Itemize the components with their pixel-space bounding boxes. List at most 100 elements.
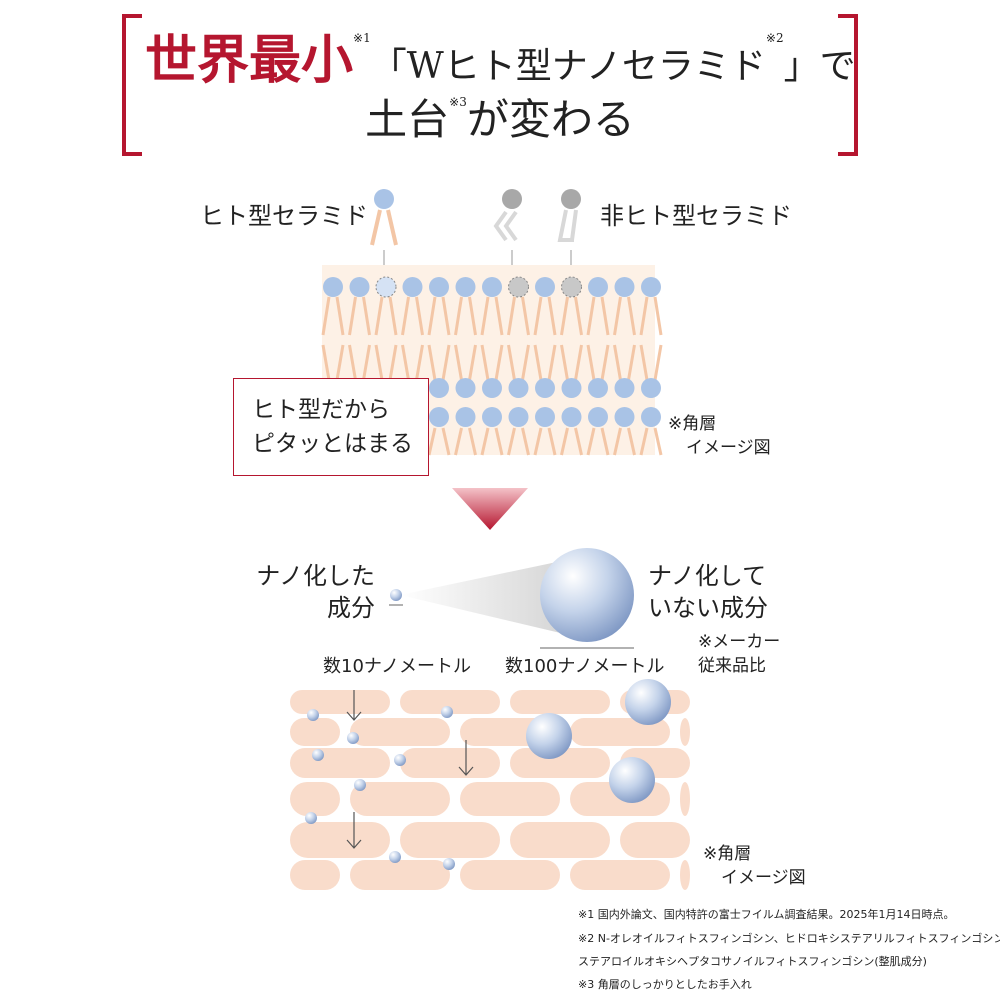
- label-line: 成分: [327, 594, 375, 622]
- note-line: イメージ図: [721, 868, 806, 888]
- lipid-tail: [427, 427, 451, 456]
- lipid-tail: [454, 427, 477, 456]
- skin-cell: [400, 690, 500, 714]
- lipid-tail: [560, 427, 583, 456]
- penetration-arrows: [346, 690, 474, 849]
- skin-cell: [290, 860, 340, 890]
- lipid-tail: [507, 427, 530, 456]
- lipid-head: [455, 277, 476, 297]
- nano-particle: [354, 779, 366, 791]
- lipid-tail: [507, 344, 530, 381]
- lipid-head: [535, 378, 555, 398]
- large-particle-icon: [540, 548, 634, 642]
- skin-cell: [290, 782, 340, 816]
- lipid-head: [588, 277, 608, 297]
- lipid-tail: [401, 296, 424, 336]
- callout-line2: ピタッとはまる: [252, 431, 413, 457]
- large-particles-on-skin: [526, 679, 671, 803]
- lipid-tail: [401, 344, 424, 381]
- lipid-head: [614, 407, 635, 427]
- skin-cell: [400, 822, 500, 858]
- skin-cell: [460, 860, 560, 890]
- lipid-tail: [374, 344, 398, 381]
- lipid-tail: [480, 427, 504, 456]
- nano-particle: [394, 754, 406, 766]
- lipid-tail: [613, 427, 636, 456]
- lipid-head: [535, 277, 555, 297]
- footnote-ref-1: ※1: [353, 31, 371, 45]
- free-nonhuman-ceramide-icon: [493, 189, 581, 242]
- skin-cell: [290, 718, 340, 746]
- lipid-tail: [586, 296, 610, 336]
- skin-cell: [460, 782, 560, 816]
- skin-cell: [290, 690, 390, 714]
- footnote-1: ※1 国内外論文、国内特許の富士フイルム調査結果。2025年1月14日時点。: [578, 908, 955, 921]
- label-line: いない成分: [648, 594, 768, 622]
- lipid-tail: [560, 296, 583, 336]
- lipid-head: [323, 277, 343, 297]
- footnote-2: ※2 N-オレオイルフィトスフィンゴシン、ヒドロキシステアリルフィトスフィンゴシ…: [578, 932, 1000, 945]
- lipid-head: [482, 378, 502, 398]
- lipid-head: [429, 407, 449, 427]
- nano-particle-icon: [390, 589, 402, 601]
- footnote-ref-2: ※2: [765, 31, 784, 45]
- lipid-tail: [480, 296, 504, 336]
- footnote-2-cont: ステアロイルオキシヘプタコサノイルフィトスフィンゴシン(整肌成分): [578, 955, 927, 968]
- lipid-tail: [454, 344, 477, 381]
- lipid-head: [455, 407, 476, 427]
- label-line: ナノ化して: [648, 562, 767, 590]
- headline-suffix: 」で: [783, 46, 856, 87]
- lipid-tail: [507, 296, 530, 336]
- skin-cell: [680, 860, 690, 890]
- lipid-tail: [586, 427, 610, 456]
- lipid-tail: [427, 344, 451, 381]
- lipid-head: [429, 378, 449, 398]
- lipid-head: [641, 378, 661, 398]
- skin-cell: [510, 822, 610, 858]
- lipid-bilayer: [321, 276, 663, 456]
- lipid-head: [614, 277, 635, 297]
- skin-cell: [680, 718, 690, 746]
- nano-particle: [305, 812, 317, 824]
- skin-cell: [350, 782, 450, 816]
- nano-particle: [443, 858, 455, 870]
- note-line: ※メーカー: [698, 632, 781, 652]
- lipid-tail: [586, 344, 610, 381]
- lipid-tail: [639, 344, 663, 381]
- skin-cell: [350, 718, 450, 746]
- lipid-head: [588, 378, 608, 398]
- lipid-head: [561, 378, 582, 398]
- headline-line1: 世界最小※1「Wヒト型ナノセラミド※2」で: [145, 30, 856, 92]
- skin-cell: [570, 718, 670, 746]
- lipid-tail: [348, 296, 371, 336]
- lipid-tail: [348, 344, 371, 381]
- skin-image-note: ※角層 イメージ図: [703, 842, 806, 890]
- lipid-head: [614, 378, 635, 398]
- down-arrow-icon: [452, 488, 528, 530]
- nano-size-label: 数10ナノメートル: [323, 656, 472, 677]
- nano-particle: [312, 749, 324, 761]
- headline-line2: 土台※3が変わる: [145, 94, 855, 146]
- non-nano-size-label: 数100ナノメートル: [505, 656, 665, 677]
- skin-cell: [680, 782, 690, 816]
- note-line: 従来品比: [698, 656, 766, 676]
- nano-particle: [347, 732, 359, 744]
- lipid-tail: [533, 344, 557, 381]
- membrane-image-note: ※角層 イメージ図: [668, 412, 771, 460]
- lipid-tail: [613, 344, 636, 381]
- skin-cell: [620, 822, 690, 858]
- nano-particle: [307, 709, 319, 721]
- headline-changes: が変わる: [466, 95, 635, 144]
- lipid-tail: [321, 344, 345, 381]
- lipid-head: [455, 378, 476, 398]
- lipid-head: [641, 277, 661, 297]
- lipid-head: [588, 407, 608, 427]
- lipid-tail: [321, 296, 345, 336]
- lipid-head: [482, 407, 502, 427]
- lipid-tail: [613, 296, 636, 336]
- human-ceramide-label: ヒト型セラミド: [200, 202, 368, 230]
- lipid-tail: [374, 296, 398, 336]
- lipid-head: [561, 407, 582, 427]
- nano-particle: [441, 706, 453, 718]
